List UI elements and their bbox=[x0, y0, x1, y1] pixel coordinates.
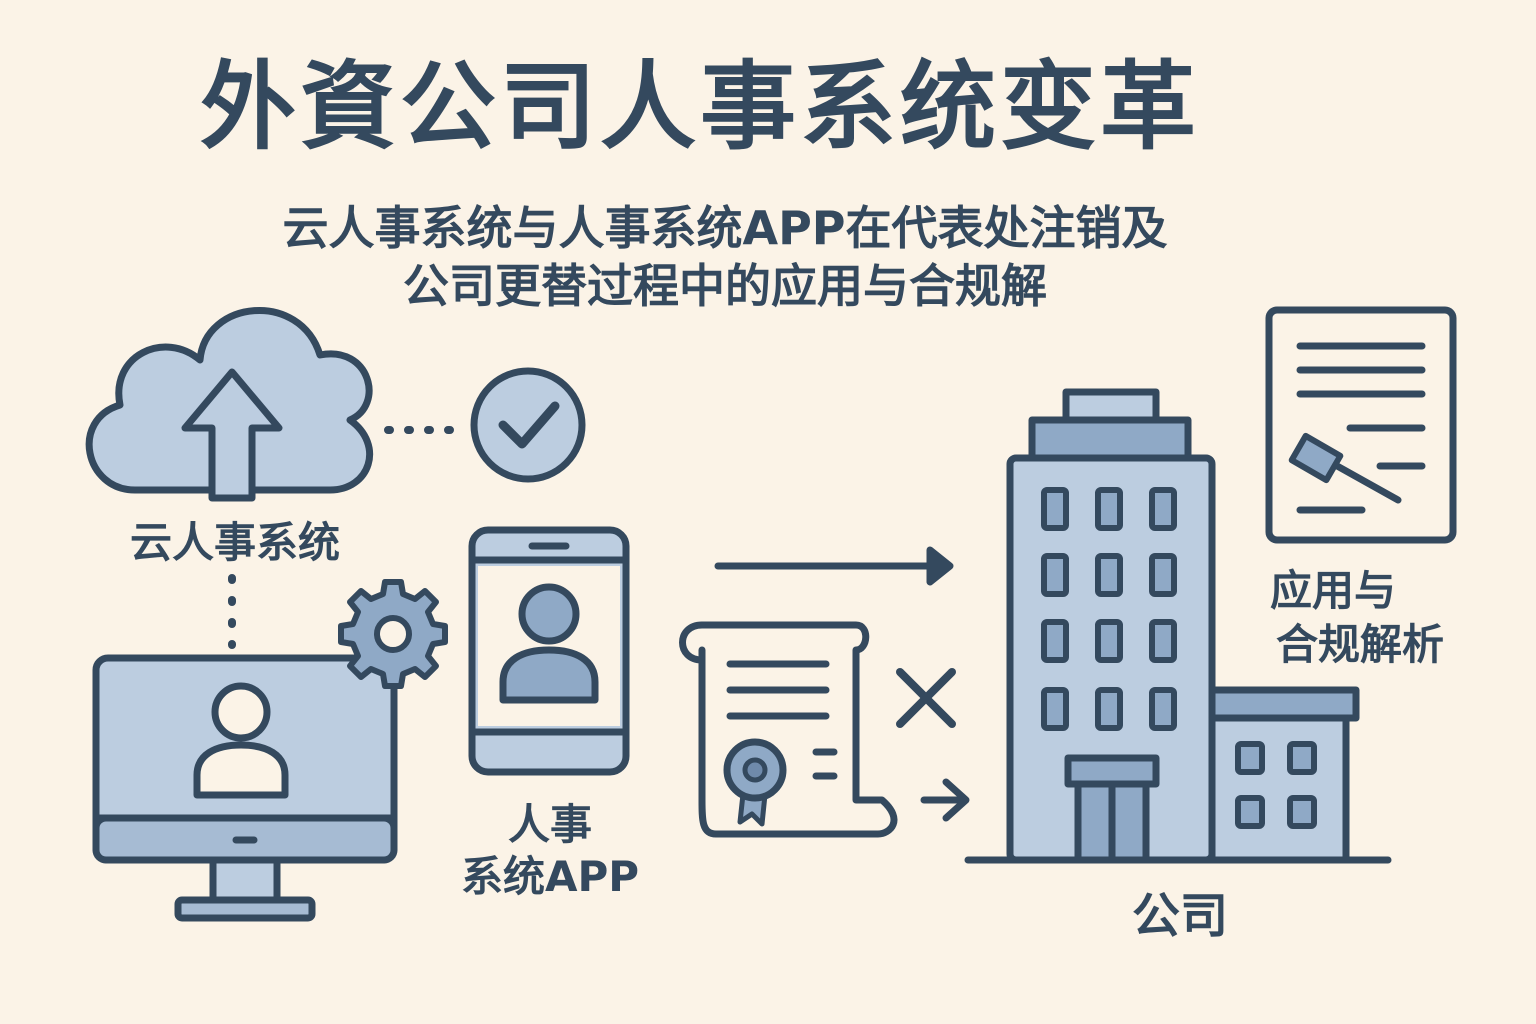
building-window bbox=[1095, 487, 1123, 531]
office-building-icon bbox=[964, 388, 1392, 864]
annex-window bbox=[1235, 741, 1265, 775]
building-window bbox=[1041, 619, 1069, 663]
gear-icon bbox=[338, 579, 448, 689]
cross-icon bbox=[896, 668, 956, 728]
building-window bbox=[1095, 553, 1123, 597]
check-circle-icon bbox=[470, 367, 586, 483]
building-window bbox=[1149, 687, 1177, 731]
legal-document-gavel-icon bbox=[1265, 306, 1457, 544]
app-label-line-2: 系统APP bbox=[460, 852, 640, 901]
cloud-label: 云人事系统 bbox=[129, 518, 340, 567]
app-label-line-1: 人事 bbox=[507, 800, 592, 849]
annex-window bbox=[1235, 795, 1265, 829]
building-window bbox=[1095, 619, 1123, 663]
subtitle-line-2: 公司更替过程中的应用与合规解 bbox=[403, 259, 1047, 313]
annex-window bbox=[1287, 795, 1317, 829]
building-window bbox=[1149, 487, 1177, 531]
page-title: 外資公司人事系统变革 bbox=[200, 51, 1200, 163]
building-window bbox=[1149, 619, 1177, 663]
building-window bbox=[1095, 687, 1123, 731]
desktop-user-icon bbox=[92, 654, 398, 922]
building-window bbox=[1041, 487, 1069, 531]
cloud-upload-icon bbox=[85, 306, 374, 502]
annex-window bbox=[1287, 741, 1317, 775]
phone-user-icon bbox=[468, 526, 630, 776]
subtitle-line-1: 云人事系统与人事系统APP在代表处注销及 bbox=[282, 201, 1168, 255]
certificate-scroll-icon bbox=[679, 621, 898, 838]
building-window bbox=[1149, 553, 1177, 597]
building-window bbox=[1041, 553, 1069, 597]
company-label: 公司 bbox=[1131, 888, 1228, 944]
building-window bbox=[1041, 687, 1069, 731]
compliance-label-line-1: 应用与 bbox=[1270, 566, 1397, 615]
arrow-right-icon bbox=[714, 546, 954, 586]
compliance-label-line-2: 合规解析 bbox=[1276, 620, 1445, 669]
arrow-right-small-icon bbox=[920, 778, 970, 822]
